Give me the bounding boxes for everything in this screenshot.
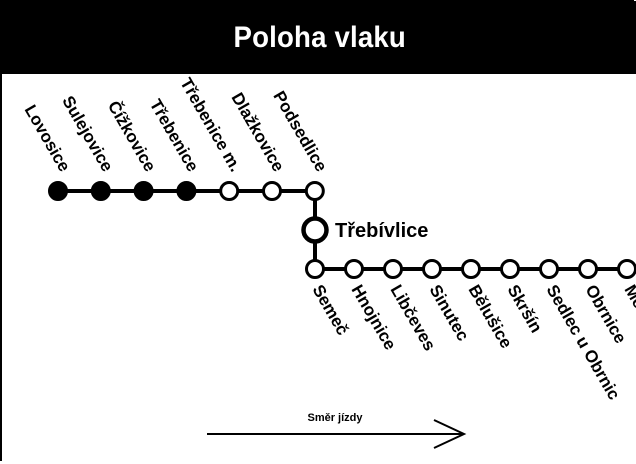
station-label-skrsin: Skršín bbox=[504, 282, 546, 337]
station-label-most: Most bbox=[621, 282, 636, 326]
station-marker-semec bbox=[307, 261, 324, 278]
station-marker-trebenice-m bbox=[221, 183, 238, 200]
station-marker-hnojnice bbox=[346, 261, 363, 278]
station-label-semec: Semeč bbox=[309, 282, 353, 339]
station-marker-sulejovice bbox=[92, 183, 109, 200]
station-marker-dlazkovice bbox=[264, 183, 281, 200]
station-marker-libceves bbox=[385, 261, 402, 278]
station-marker-trebenice bbox=[178, 183, 195, 200]
stations-after-group: SemečHnojniceLibčevesSinutecBělušiceSkrš… bbox=[307, 261, 636, 404]
station-marker-sedlec-u-obrnic bbox=[541, 261, 558, 278]
station-marker-obrnice bbox=[580, 261, 597, 278]
station-marker-podsedlice bbox=[306, 183, 323, 200]
stations-before-group: LovosiceSulejoviceČížkoviceTřebeniceTřeb… bbox=[21, 75, 331, 200]
station-marker-belusice bbox=[463, 261, 480, 278]
current-station-label: Třebívlice bbox=[335, 220, 428, 242]
station-marker-skrsin bbox=[502, 261, 519, 278]
station-marker-sinutec bbox=[424, 261, 441, 278]
direction-label: Směr jízdy bbox=[307, 412, 363, 424]
station-marker-most bbox=[619, 261, 636, 278]
station-marker-cizkovice bbox=[135, 183, 152, 200]
current-station-marker bbox=[304, 219, 327, 242]
station-marker-lovosice bbox=[50, 183, 67, 200]
